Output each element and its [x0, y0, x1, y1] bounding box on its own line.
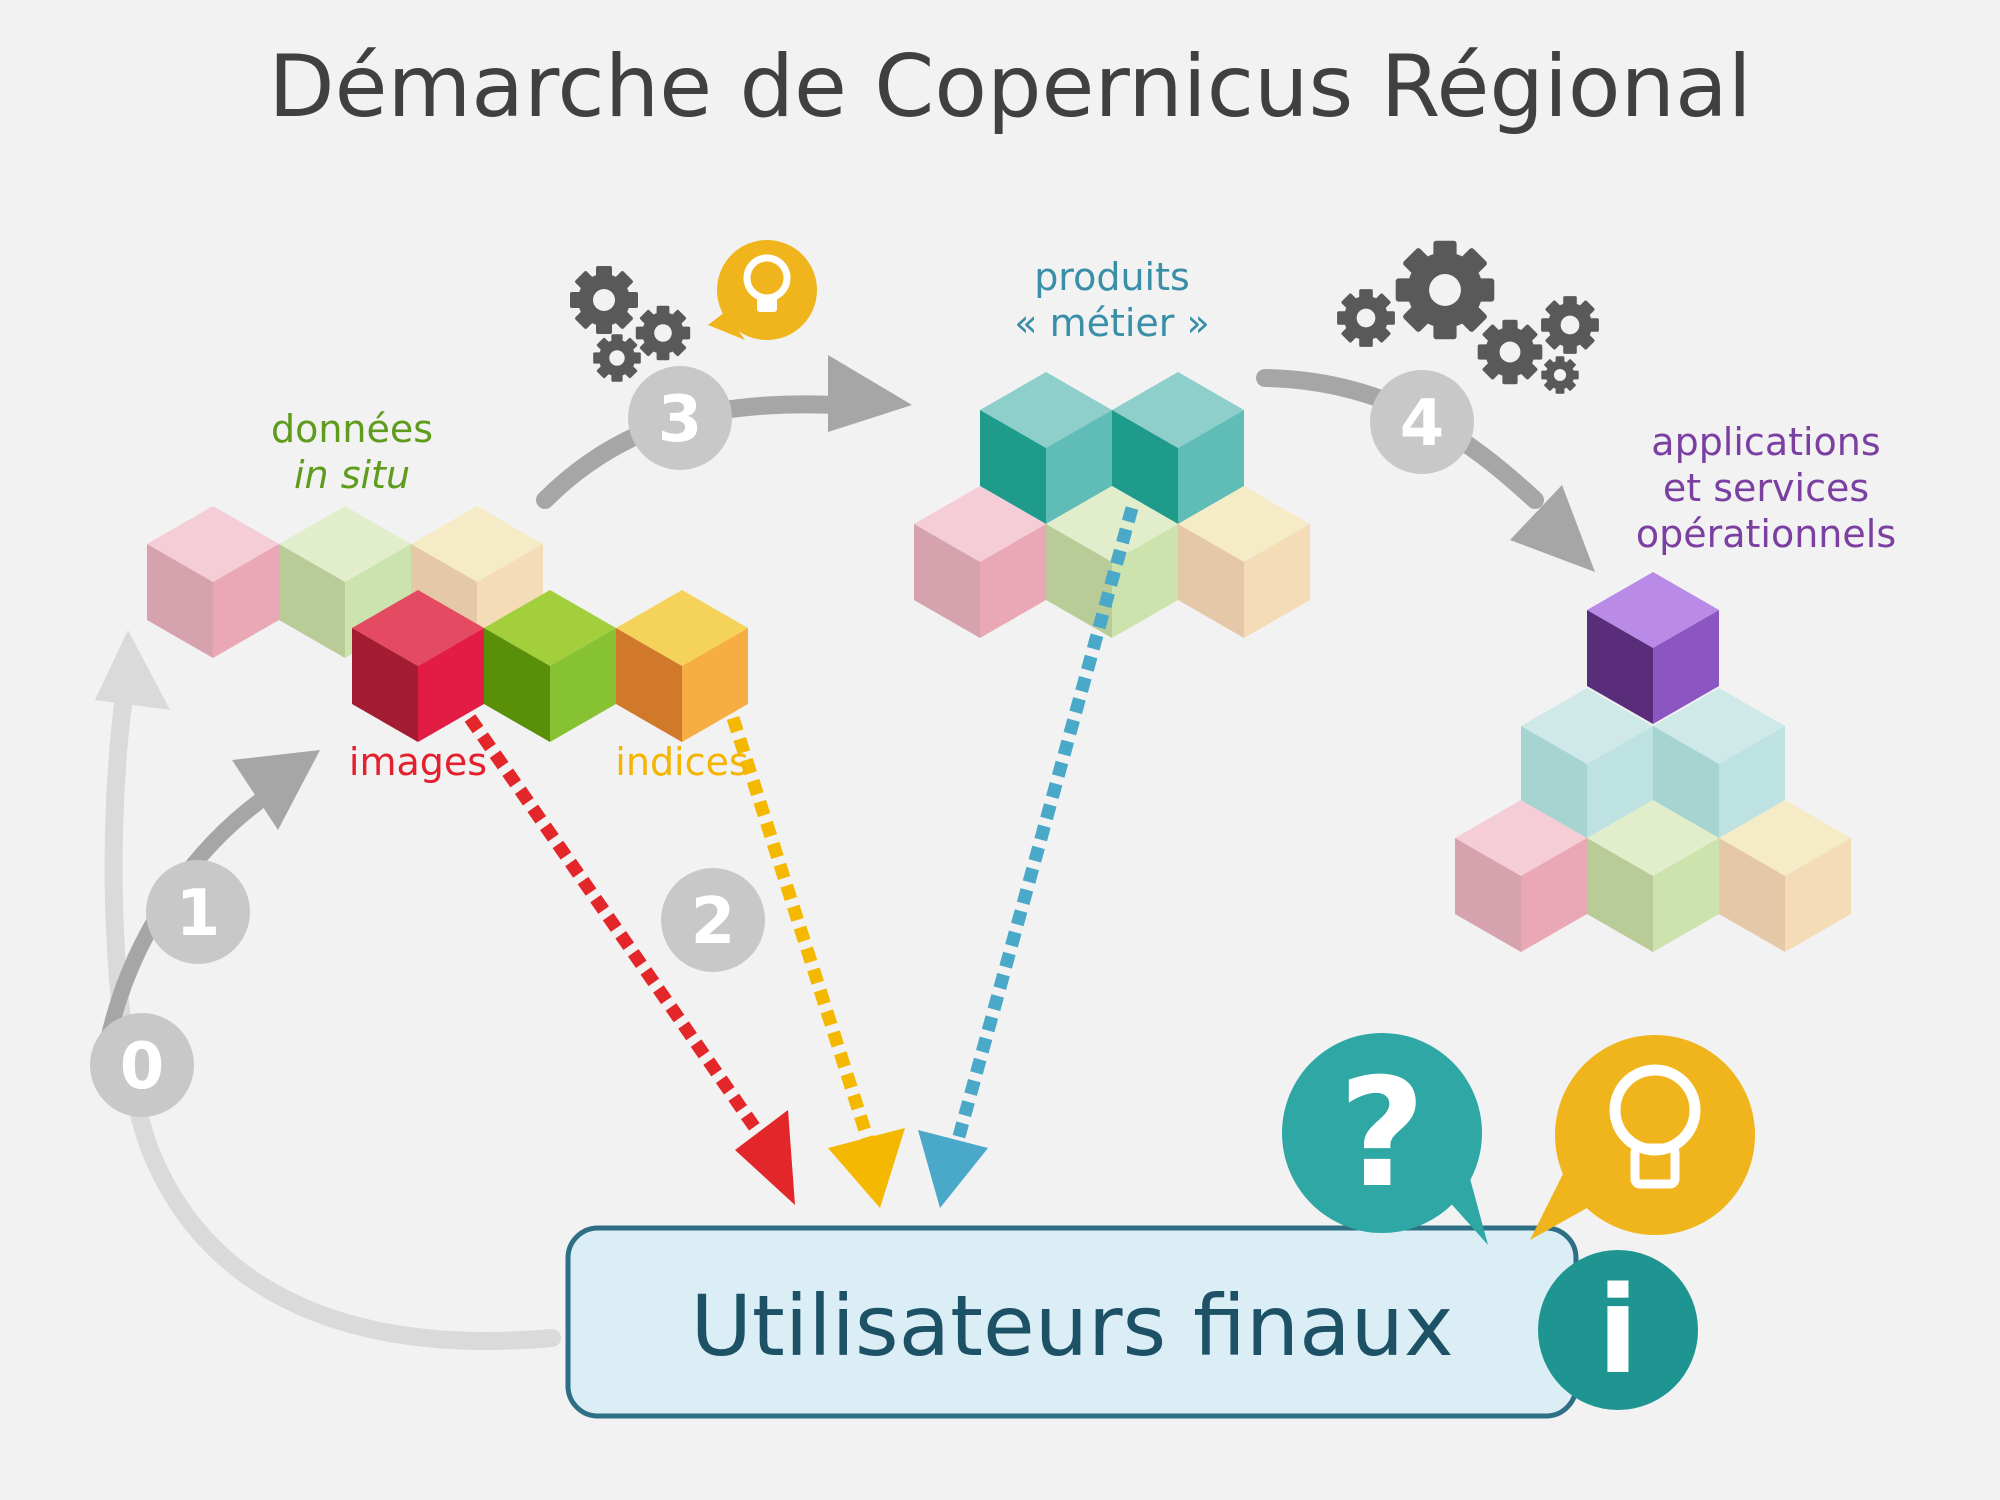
label-images: images [349, 740, 487, 784]
dotted-arrow-indices [726, 716, 905, 1208]
svg-text:?: ? [1338, 1047, 1425, 1221]
svg-text:0: 0 [120, 1030, 165, 1104]
label-produits: produits [1034, 255, 1190, 299]
label-operationnels: opérationnels [1636, 512, 1896, 556]
label-applications: applications [1651, 420, 1880, 464]
lightbulb-large-icon [1530, 1035, 1755, 1240]
step-1-badge: 1 [146, 860, 250, 964]
step-0-badge: 0 [90, 1013, 194, 1117]
info-icon: i [1538, 1250, 1698, 1410]
cubes-applications-pyramid [1455, 572, 1851, 952]
gears-icon-step-4 [1337, 240, 1599, 394]
svg-text:2: 2 [691, 885, 736, 959]
step-4-badge: 4 [1370, 370, 1474, 474]
svg-text:3: 3 [658, 383, 703, 457]
svg-text:i: i [1597, 1262, 1638, 1401]
question-bubble-icon: ? [1282, 1033, 1488, 1245]
lightbulb-bubble-icon [708, 240, 817, 340]
label-indices: indices [615, 740, 748, 784]
users-box: Utilisateurs finaux [565, 1225, 1579, 1419]
label-donnees: données [271, 407, 433, 451]
dotted-arrow-produits [918, 506, 1139, 1208]
label-in-situ: in situ [294, 453, 410, 497]
page-title: Démarche de Copernicus Régional [268, 37, 1751, 137]
cubes-images-indices [352, 590, 748, 742]
label-metier: « métier » [1014, 301, 1210, 345]
label-et-services: et services [1663, 466, 1869, 510]
gears-icon-step-3 [570, 266, 691, 382]
loop-arrow-0 [95, 630, 561, 1350]
dotted-arrow-images [464, 714, 795, 1205]
svg-text:4: 4 [1400, 387, 1445, 461]
users-label: Utilisateurs finaux [690, 1277, 1453, 1375]
svg-text:1: 1 [176, 877, 221, 951]
step-3-badge: 3 [628, 366, 732, 470]
step-2-badge: 2 [661, 868, 765, 972]
